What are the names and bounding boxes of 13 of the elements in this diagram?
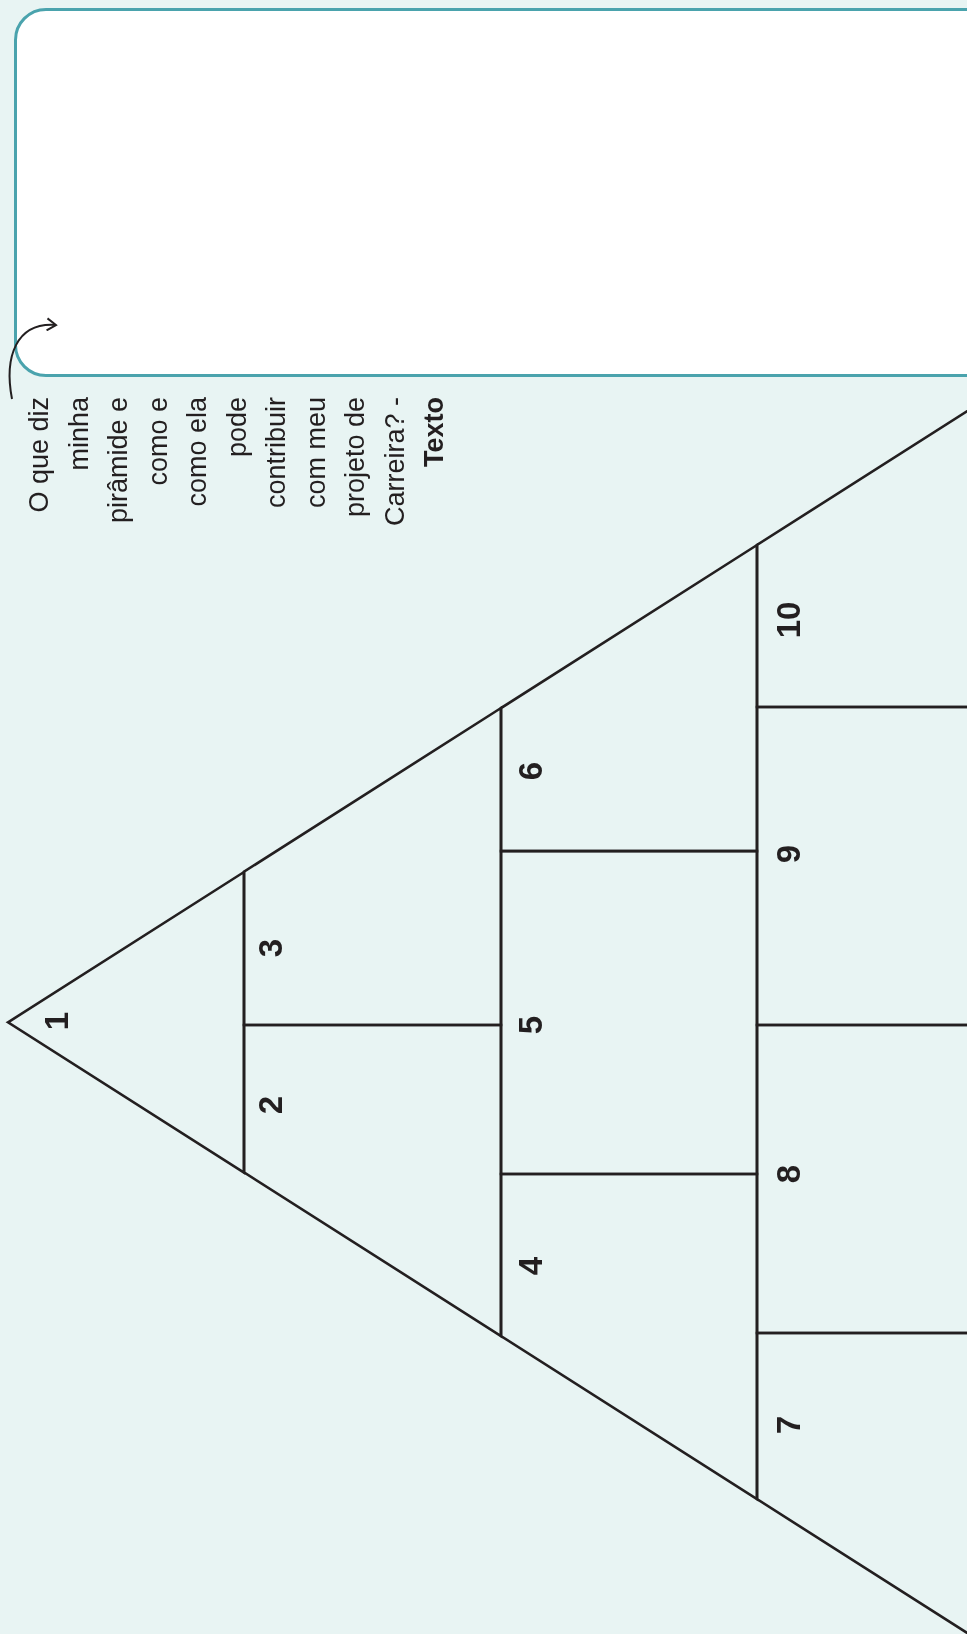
section-number: 9	[774, 844, 805, 864]
section-number: 10	[773, 601, 804, 639]
section-number: 4	[516, 1256, 547, 1276]
section-number: 2	[256, 1095, 287, 1115]
section-number: 3	[256, 938, 287, 958]
section-number: 7	[774, 1415, 805, 1435]
answer-box	[14, 8, 967, 377]
prompt-text: O que diz minha pirâmide e como e como ela pode contribuir com meu projeto de Carreira? - Texto	[20, 397, 460, 547]
section-number: 5	[516, 1015, 547, 1035]
section-number: 1	[42, 1011, 73, 1031]
section-number: 6	[516, 761, 547, 781]
section-number: 8	[774, 1164, 805, 1184]
curved-arrow	[8, 318, 57, 400]
